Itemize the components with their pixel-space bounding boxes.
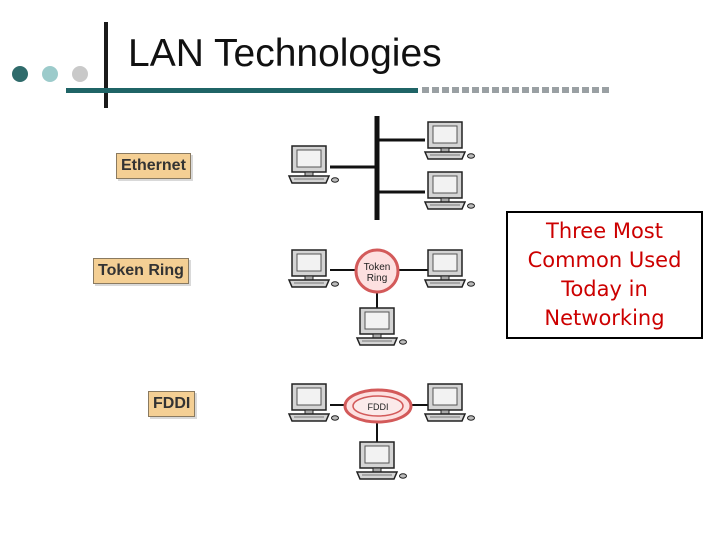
computer-icon: [424, 171, 476, 210]
callout-line: Common Used: [527, 248, 682, 272]
decor-dot-light: [42, 66, 58, 82]
callout-line: Three Most: [546, 219, 663, 243]
ethernet-topology: [288, 116, 476, 220]
decor-dot-grey: [72, 66, 88, 82]
title-underline: [66, 88, 418, 93]
decor-dot-dark: [12, 66, 28, 82]
label-fddi: FDDI: [148, 391, 196, 417]
computer-icon: [356, 441, 408, 480]
computer-icon: [424, 249, 476, 288]
fddi-ring-label: FDDI: [368, 402, 389, 412]
title-divider: [104, 22, 108, 108]
token-ring-hub-label-2: Ring: [367, 273, 388, 284]
token-ring-hub-label-1: Token: [364, 262, 391, 273]
callout-line: Networking: [544, 306, 665, 330]
computer-icon: [288, 145, 340, 184]
fddi-ring-inner-icon: [352, 395, 404, 417]
computer-icon: [424, 121, 476, 160]
computer-icon: [288, 383, 340, 422]
slide-title: LAN Technologies: [128, 32, 442, 75]
callout-text: Three Most Common Used Today in Networki…: [528, 217, 682, 333]
title-underline-dashed: [422, 87, 612, 93]
token-ring-topology: Token Ring: [288, 248, 476, 346]
fddi-topology: FDDI: [288, 383, 476, 480]
label-ethernet: Ethernet: [116, 153, 191, 179]
token-ring-hub-icon: [354, 248, 400, 294]
label-token-ring: Token Ring: [93, 258, 189, 284]
computer-icon: [288, 249, 340, 288]
computer-icon: [356, 307, 408, 346]
computer-icon: [424, 383, 476, 422]
callout-box: Three Most Common Used Today in Networki…: [506, 211, 703, 339]
callout-line: Today in: [561, 277, 648, 301]
